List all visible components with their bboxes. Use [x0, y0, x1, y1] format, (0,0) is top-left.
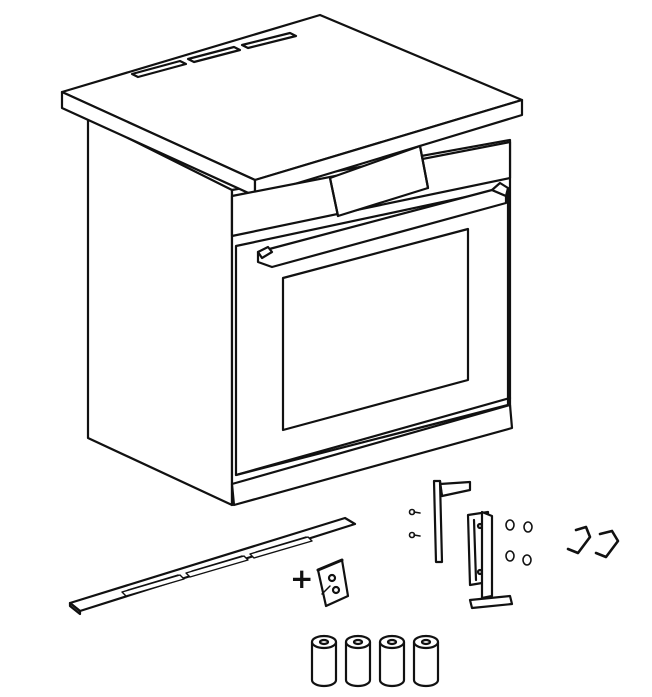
oven-bottom-trim [232, 405, 512, 505]
door-handle [258, 183, 508, 267]
washers [506, 520, 532, 565]
foot-4 [414, 636, 438, 686]
oven-illustration [62, 15, 522, 505]
screws [410, 510, 421, 538]
screw-bag [318, 560, 348, 606]
vent-strip [70, 518, 355, 614]
foot-1 [312, 636, 336, 686]
cylinder-feet [312, 636, 438, 686]
foot-3 [380, 636, 404, 686]
foot-2 [346, 636, 370, 686]
tall-bracket [434, 481, 470, 562]
plus-sign: + [290, 562, 313, 595]
door-window [283, 229, 468, 430]
top-vent-slots [132, 33, 296, 77]
angle-bracket [468, 512, 512, 608]
vent-strip-slots [122, 537, 312, 596]
s-hook-clips [568, 527, 618, 557]
